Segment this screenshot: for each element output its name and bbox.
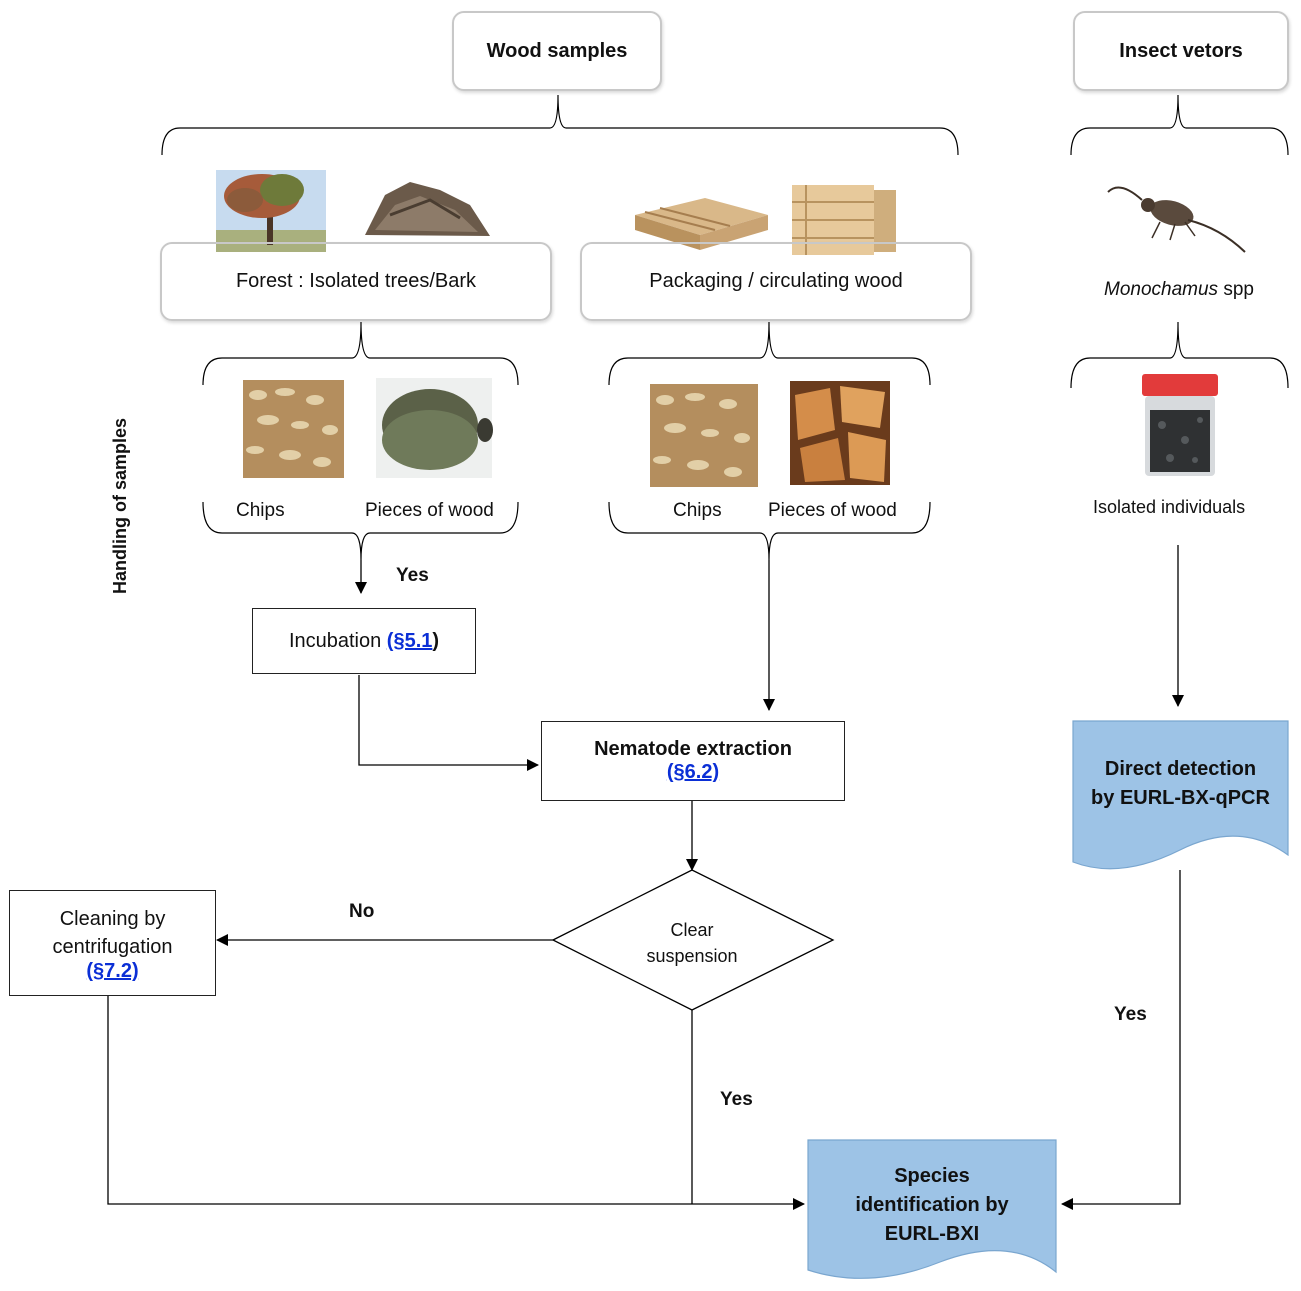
wood-blocks-photo bbox=[790, 381, 890, 485]
direct-line-1: Direct detection bbox=[1104, 758, 1257, 780]
wood-piece-photo bbox=[376, 378, 493, 478]
beetle-photo bbox=[1107, 186, 1246, 253]
chips-photo-1 bbox=[243, 380, 344, 478]
wood-samples-label: Wood samples bbox=[486, 39, 628, 62]
decision-diamond bbox=[551, 869, 835, 1011]
forest-box: Forest : Isolated trees/Bark bbox=[160, 242, 552, 321]
wood-samples-box: Wood samples bbox=[452, 11, 662, 91]
direct-detection-text: Direct detection by EURL-BX-qPCR bbox=[1073, 755, 1288, 813]
species-line-2: identification by bbox=[855, 1194, 1009, 1216]
brace-forest-top bbox=[202, 321, 519, 386]
chips-photo-2 bbox=[650, 384, 758, 487]
nematode-extraction-box: Nematode extraction (§6.2) bbox=[541, 721, 845, 801]
insect-vectors-box: Insect vetors bbox=[1073, 11, 1289, 91]
isolated-individuals-label: Isolated individuals bbox=[1093, 497, 1246, 517]
chips-label-2: Chips bbox=[673, 500, 722, 521]
monochamus-suffix: spp bbox=[1218, 279, 1254, 300]
direct-detection-doc bbox=[1072, 720, 1289, 870]
packaging-box: Packaging / circulating wood bbox=[580, 242, 972, 321]
decision-line-1: Clear bbox=[670, 920, 714, 940]
insect-vectors-label: Insect vetors bbox=[1119, 39, 1243, 62]
cleaning-box: Cleaning by centrifugation (§7.2) bbox=[9, 890, 216, 996]
brace-wood bbox=[161, 94, 959, 156]
cleaning-line-2: centrifugation bbox=[52, 936, 173, 958]
brace-insect bbox=[1070, 94, 1289, 156]
pieces-label-2: Pieces of wood bbox=[768, 500, 897, 521]
decision-line-2: suspension bbox=[646, 946, 738, 966]
tree-photo bbox=[216, 170, 326, 252]
forest-label: Forest : Isolated trees/Bark bbox=[235, 270, 477, 292]
monochamus-genus: Monochamus bbox=[1104, 279, 1219, 300]
packaging-label: Packaging / circulating wood bbox=[649, 270, 903, 292]
species-identification-text: Species identification by EURL-BXI bbox=[808, 1162, 1056, 1249]
handling-samples-text: Handling of samples bbox=[110, 417, 130, 594]
cleaning-ref-link[interactable]: (§7.2) bbox=[86, 960, 139, 982]
pieces-label-1: Pieces of wood bbox=[365, 500, 494, 521]
chips-label-1: Chips bbox=[236, 500, 285, 521]
direct-line-2: by EURL-BX-qPCR bbox=[1091, 787, 1270, 809]
cleaning-line-1: Cleaning by bbox=[59, 908, 166, 930]
no-label: No bbox=[349, 901, 375, 922]
pallet-photo bbox=[635, 198, 768, 250]
species-doc bbox=[807, 1139, 1057, 1279]
bark-photo bbox=[365, 182, 490, 236]
species-line-3: EURL-BXI bbox=[884, 1223, 980, 1245]
extraction-title: Nematode extraction bbox=[594, 738, 792, 760]
monochamus-label: Monochamus spp bbox=[1104, 279, 1254, 301]
species-line-1: Species bbox=[894, 1165, 970, 1187]
handling-samples-label: Handling of samples bbox=[110, 294, 134, 594]
extraction-ref-link[interactable]: (§6.2) bbox=[666, 761, 720, 783]
brace-insect-2 bbox=[1070, 321, 1289, 389]
incubation-text: Incubation bbox=[288, 629, 387, 652]
yes-label-direct: Yes bbox=[1114, 1004, 1147, 1025]
decision-text: Clear suspension bbox=[612, 917, 772, 969]
incubation-ref-close: ) bbox=[432, 629, 440, 652]
incubation-ref-link[interactable]: (§5.1 bbox=[386, 629, 433, 652]
incubation-box: Incubation (§5.1) bbox=[252, 608, 476, 674]
yes-label-decision: Yes bbox=[720, 1089, 753, 1110]
yes-label-incubation: Yes bbox=[396, 565, 429, 586]
brace-pack-top bbox=[608, 321, 931, 386]
jar-photo bbox=[1142, 374, 1218, 476]
